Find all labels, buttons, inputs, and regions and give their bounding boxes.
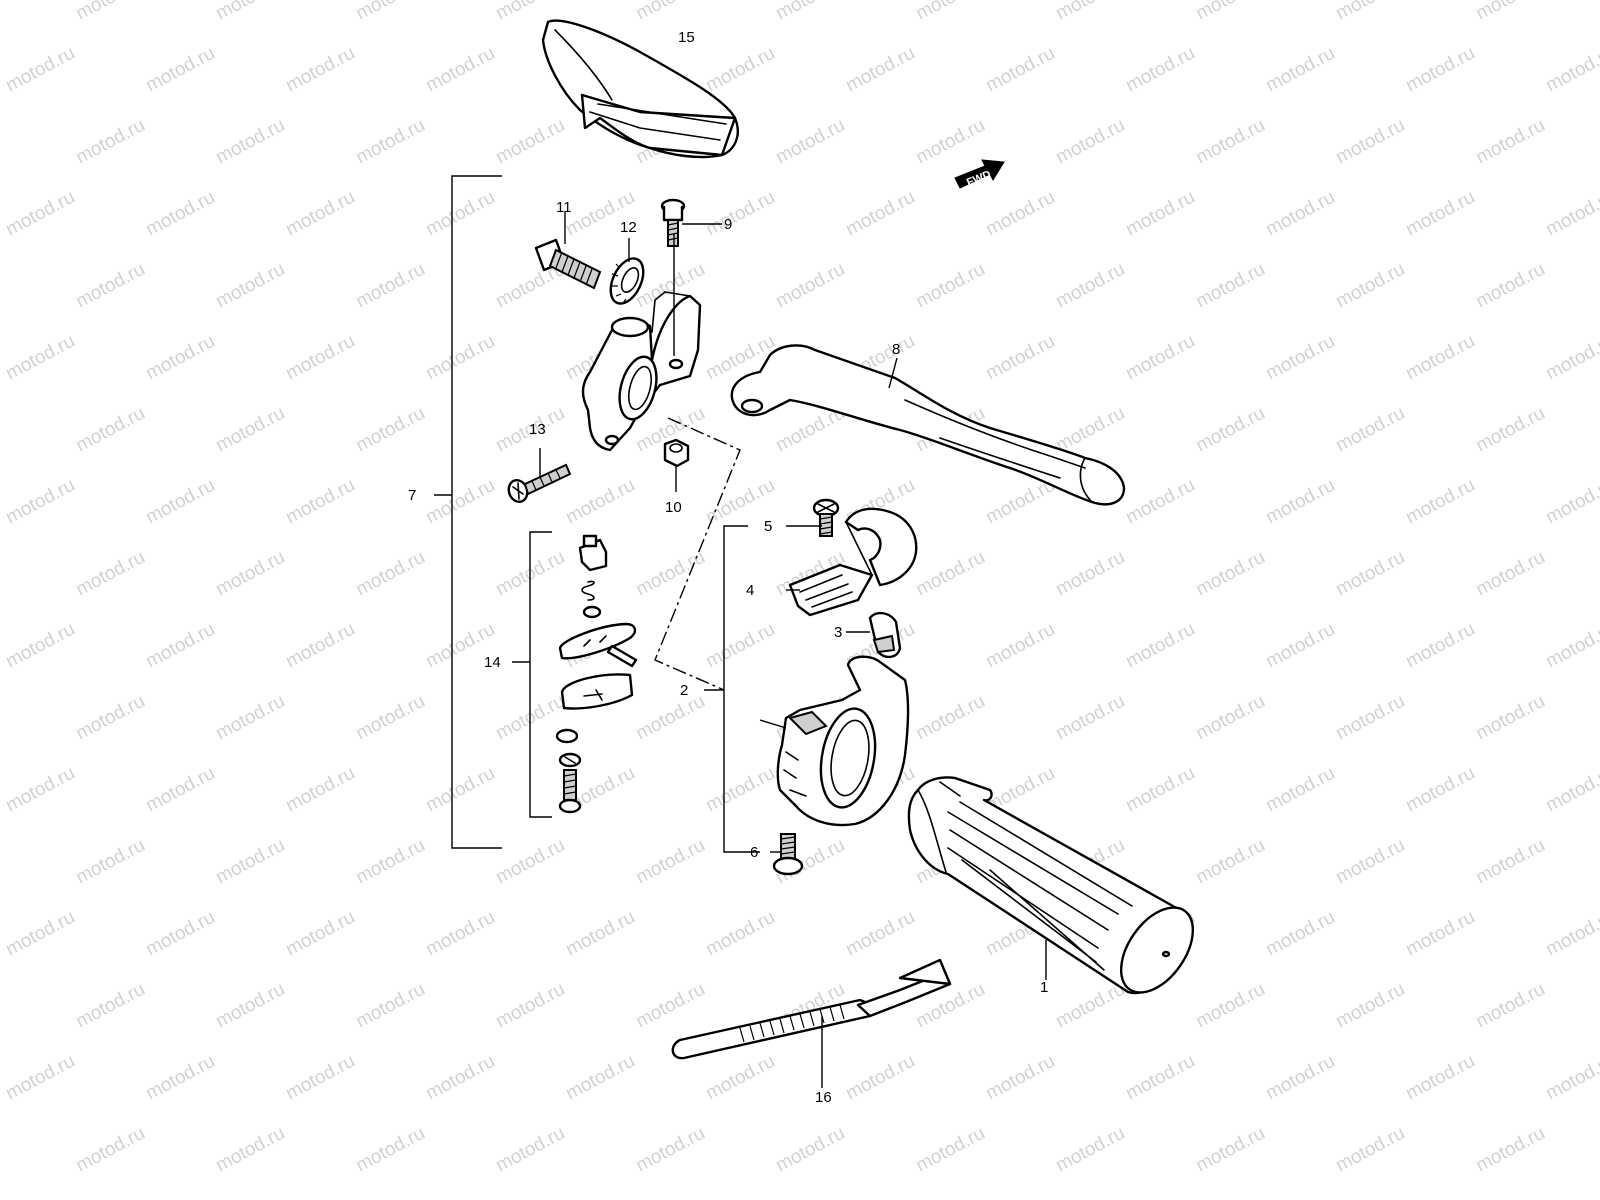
assembly-brackets xyxy=(434,175,822,853)
screw-part-13 xyxy=(507,448,572,503)
callout-13: 13 xyxy=(529,421,546,438)
callout-1: 1 xyxy=(1040,979,1048,996)
callout-15: 15 xyxy=(678,29,695,46)
clutch-lever-part xyxy=(730,344,1126,506)
bolt-part-9 xyxy=(660,198,722,247)
hand-grip-part xyxy=(907,776,1195,995)
cable-bracket-part-4 xyxy=(788,507,918,617)
screw-part-6 xyxy=(772,833,804,876)
adjuster-screw-part-11 xyxy=(534,212,602,290)
switch-kit-components xyxy=(555,534,638,814)
callout-11: 11 xyxy=(556,199,572,216)
callout-4: 4 xyxy=(746,582,754,599)
fwd-badge-text: FWD xyxy=(965,168,993,189)
screw-part-5 xyxy=(812,498,840,537)
switch-housing-part xyxy=(759,655,910,827)
lever-holder-part xyxy=(581,234,702,452)
lock-nut-part-12 xyxy=(609,238,645,305)
callout-5: 5 xyxy=(764,518,772,535)
callout-9: 9 xyxy=(724,216,732,233)
clip-part-3 xyxy=(846,611,902,659)
fwd-arrow-shape xyxy=(954,159,1005,189)
callout-7: 7 xyxy=(408,487,416,504)
callout-3: 3 xyxy=(834,624,842,641)
callout-6: 6 xyxy=(750,844,758,861)
forward-direction-badge: FWD xyxy=(954,159,1005,189)
callout-10: 10 xyxy=(665,499,682,516)
callout-2: 2 xyxy=(680,682,688,699)
callout-14: 14 xyxy=(484,654,501,671)
hand-guard-part xyxy=(541,19,739,159)
nut-part-10 xyxy=(663,438,690,492)
callout-12: 12 xyxy=(620,219,637,236)
cable-tie-part xyxy=(671,958,952,1088)
callout-16: 16 xyxy=(815,1089,832,1106)
callout-8: 8 xyxy=(892,341,900,358)
callout-labels: 15 11 12 9 8 13 10 7 5 4 3 14 2 6 1 16 xyxy=(408,29,1048,1106)
